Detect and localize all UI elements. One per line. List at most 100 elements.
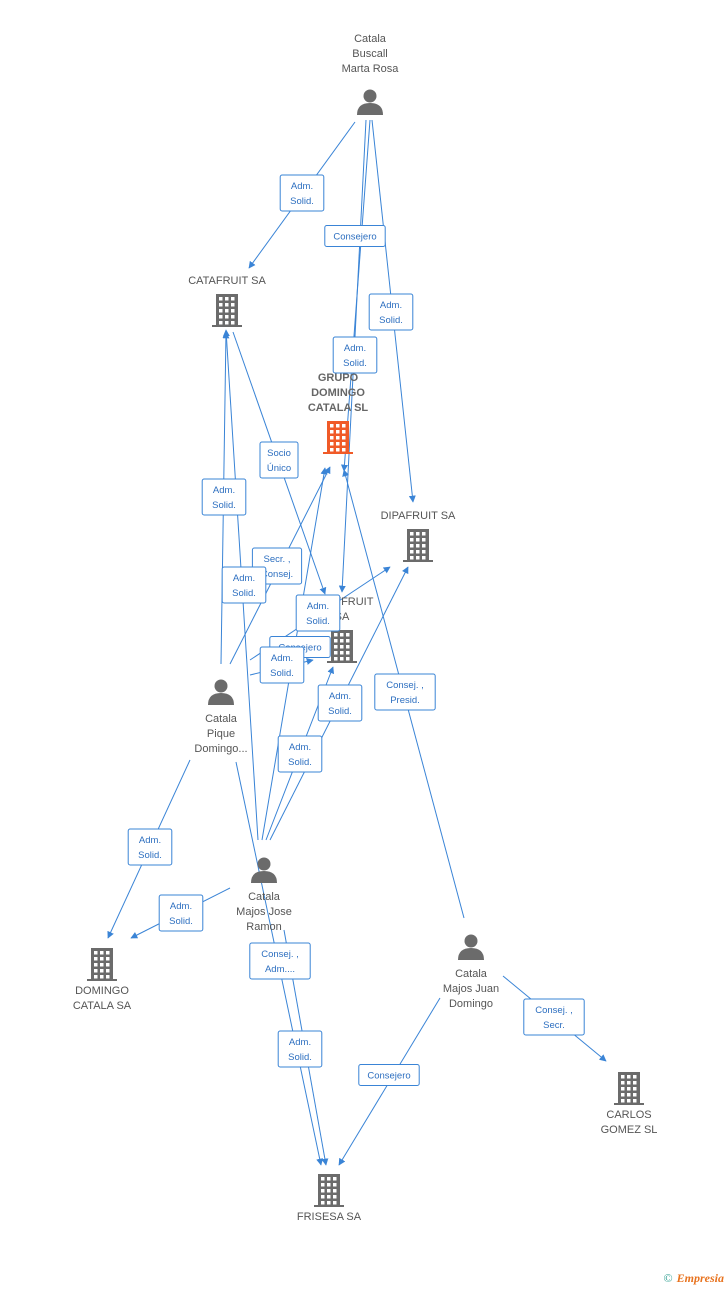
edge-label-text: Solid. — [169, 916, 193, 927]
node-label: CATALA SA — [73, 1000, 132, 1012]
person-icon — [357, 89, 383, 115]
brand-logo: Empresia — [676, 1271, 724, 1285]
building-icon — [87, 948, 117, 981]
edge-label-text: Solid. — [232, 588, 256, 599]
edge-label-text: Adm. — [170, 901, 192, 912]
node-label: Catala — [354, 33, 387, 45]
edge-label-box — [158, 894, 204, 932]
edge-label-box — [201, 478, 247, 516]
edge-label-text: Adm. — [271, 653, 293, 664]
edge-label-text: Socio — [267, 448, 291, 459]
edge-label-juan-to-frisesa[interactable]: Consejero — [358, 1064, 420, 1086]
node-label: DOMINGO — [75, 985, 129, 997]
edge-label-buscall-to-dipafruit[interactable]: Adm.Solid. — [368, 293, 414, 331]
node-domingo[interactable]: DOMINGO CATALA SA — [73, 948, 132, 1012]
edge-label-text: Consej. , — [535, 1005, 573, 1016]
node-label: GOMEZ SL — [601, 1124, 658, 1136]
edge-label-box — [127, 828, 173, 866]
edge-label-jose-to-dipafruit[interactable]: Adm. Solid. — [317, 684, 363, 722]
footer-brand: ©Empresia — [664, 1271, 724, 1286]
edge-label-juan-to-carlos[interactable]: Consej. , Secr. — [523, 998, 585, 1036]
edge-label-jose-to-frisesa[interactable]: Consej. , Adm.... — [249, 942, 311, 980]
node-label: Majos Juan — [443, 983, 499, 995]
edge-label-jose-to-domingo[interactable]: Adm. Solid. — [158, 894, 204, 932]
edge-label-buscall-to-costfruit[interactable]: Consejero — [324, 225, 386, 247]
edge-label-box — [277, 1030, 323, 1068]
edge-label-text: Presid. — [390, 695, 420, 706]
edge-label-juan-to-grupo[interactable]: Consej. , Presid. — [374, 673, 436, 711]
copyright-icon: © — [663, 1271, 673, 1285]
edge-label-text: Solid. — [290, 196, 314, 207]
edge-label-text: Solid. — [270, 668, 294, 679]
edge-label-text: Secr. — [543, 1020, 565, 1031]
edge-buscall-to-grupo — [340, 119, 371, 472]
edge-label-buscall-to-catafruit[interactable]: Adm. Solid. — [279, 174, 325, 212]
node-carlos[interactable]: CARLOS GOMEZ SL — [601, 1072, 658, 1136]
edge-label-buscall-to-grupo[interactable]: Adm.Solid. — [332, 336, 378, 374]
edge-label-pique-to-dipafruit[interactable]: Adm. Solid. — [295, 594, 341, 632]
edge-label-box — [277, 735, 323, 773]
node-pique[interactable]: CatalaPiqueDomingo... — [194, 679, 248, 756]
node-frisesa[interactable]: FRISESA SA — [297, 1174, 362, 1223]
edge-label-box — [523, 998, 585, 1036]
node-label: Domingo... — [194, 743, 247, 755]
edge-label-text: Consej. , — [261, 949, 299, 960]
edge-label-text: Solid. — [138, 850, 162, 861]
edge-label-text: Adm. — [307, 601, 329, 612]
node-label: DIPAFRUIT SA — [381, 510, 456, 522]
node-label: CATAFRUIT SA — [188, 275, 266, 287]
edge-label-text: Consejero — [333, 232, 376, 243]
node-dipafruit[interactable]: DIPAFRUIT SA — [381, 510, 456, 562]
edge-label-text: Consejero — [367, 1071, 410, 1082]
edge-label-text: Solid. — [306, 616, 330, 627]
edge-label-box — [324, 225, 386, 247]
edge-label-pique-to-catafruit[interactable]: Adm. Solid. — [201, 478, 247, 516]
edge-label-text: Adm. — [139, 835, 161, 846]
node-label: CATALA SL — [308, 402, 369, 414]
edge-label-text: Consej. , — [386, 680, 424, 691]
node-label: Catala — [455, 968, 488, 980]
edge-label-text: Solid. — [379, 315, 403, 326]
person-icon — [458, 934, 484, 960]
edge-label-text: Adm. — [213, 485, 235, 496]
edge-label-text: Adm. — [329, 691, 351, 702]
node-label: Marta Rosa — [342, 63, 400, 75]
edge-label-box — [295, 594, 341, 632]
edge-label-pique-to-domingo[interactable]: Adm. Solid. — [127, 828, 173, 866]
edge-label-text: Adm.... — [265, 964, 295, 975]
node-label: Majos Jose — [236, 906, 292, 918]
edge-label-text: Solid. — [212, 500, 236, 511]
edge-label-box — [259, 441, 299, 479]
building-icon — [327, 630, 357, 663]
edge-label-jose-to-costfruit[interactable]: Adm. Solid. — [277, 735, 323, 773]
node-label: Buscall — [352, 48, 387, 60]
edge-label-jose-to-grupo[interactable]: Adm. Solid. — [259, 646, 305, 684]
edge-label-box — [317, 684, 363, 722]
edge-label-box — [332, 336, 378, 374]
edge-label-pique-to-frisesa[interactable]: Adm.Solid. — [277, 1030, 323, 1068]
node-label: DOMINGO — [311, 387, 365, 399]
node-label: FRISESA SA — [297, 1211, 362, 1223]
edge-label-box — [358, 1064, 420, 1086]
edge-label-box — [374, 673, 436, 711]
person-icon — [251, 857, 277, 883]
edge-label-jose-to-catafruit[interactable]: Adm.Solid. — [221, 566, 267, 604]
edge-label-box — [279, 174, 325, 212]
node-label: CARLOS — [606, 1109, 651, 1121]
edge-label-text: Solid. — [328, 706, 352, 717]
node-label: Pique — [207, 728, 235, 740]
node-catafruit[interactable]: CATAFRUIT SA — [188, 275, 266, 327]
edge-label-text: Adm. — [291, 181, 313, 192]
building-icon — [212, 294, 242, 327]
edge-label-text: Consej. — [261, 569, 293, 580]
edge-label-text: Solid. — [288, 757, 312, 768]
building-icon — [323, 421, 353, 454]
edge-label-text: Adm. — [289, 742, 311, 753]
building-icon — [614, 1072, 644, 1105]
